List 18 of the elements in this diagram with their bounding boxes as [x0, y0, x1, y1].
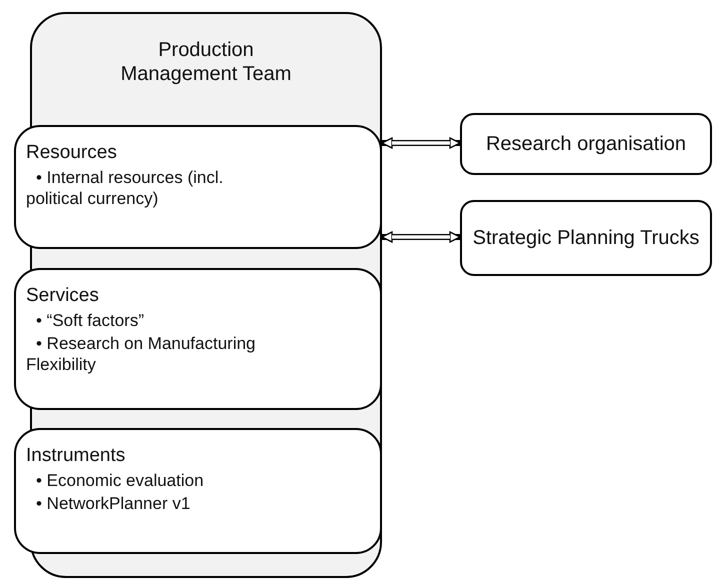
bullet-item: • Economic evaluation	[35, 470, 205, 491]
box-heading: Instruments	[26, 444, 126, 467]
box-label: Strategic Planning Trucks	[472, 226, 700, 250]
panel-title: Production Management Team	[120, 38, 292, 86]
box-label: Research organisation	[484, 132, 688, 156]
bullet-item: • Research on Manufacturing Flexibility	[26, 333, 257, 375]
bullet-item: • NetworkPlanner v1	[35, 493, 192, 514]
category-box	[14, 268, 382, 410]
box-heading: Resources	[26, 141, 118, 164]
category-box	[14, 125, 382, 249]
category-box	[14, 428, 382, 554]
partner-box	[460, 113, 712, 175]
double-arrow	[381, 137, 461, 149]
double-arrow	[381, 231, 461, 243]
bullet-item: • “Soft factors”	[35, 310, 145, 331]
bullet-item: • Internal resources (incl. political currency)	[26, 167, 224, 209]
partner-box	[460, 200, 712, 276]
box-heading: Services	[26, 284, 100, 307]
